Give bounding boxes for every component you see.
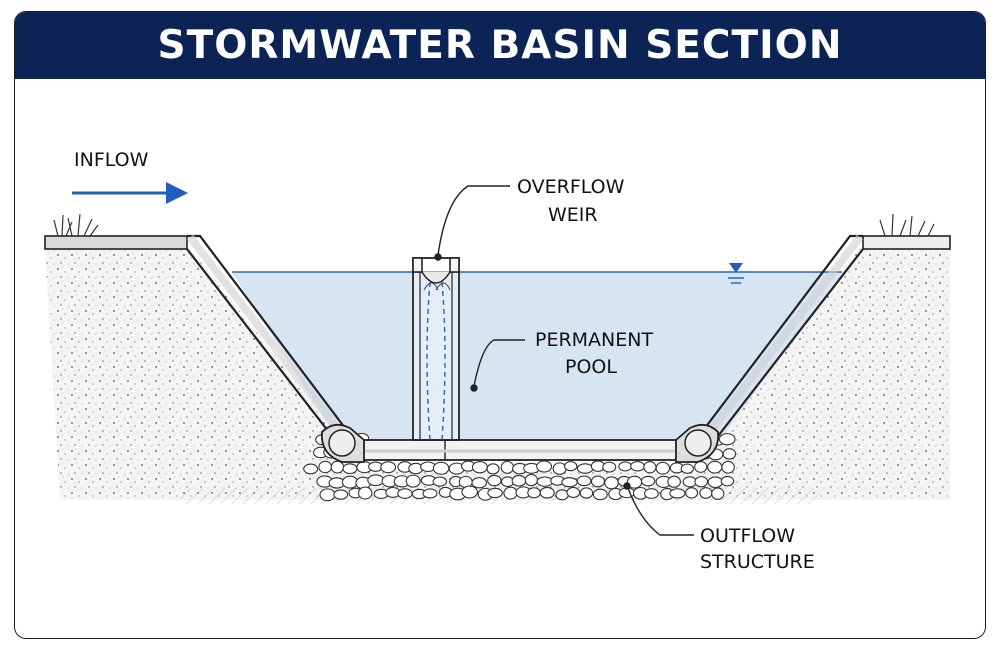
title-bar: STORMWATER BASIN SECTION [15,12,985,79]
overflow-weir-label-line2: WEIR [548,204,598,226]
gravel-stone [536,476,554,487]
gravel-stone [357,486,373,500]
gravel-stone [511,474,527,487]
gravel-stone [618,461,633,472]
gravel-stone [487,474,502,487]
ground-surface-left [44,234,346,441]
gravel-stone [319,488,336,502]
permanent-pool-label-line2: POOL [565,356,617,378]
permanent-pool-water [232,271,842,440]
gravel-stone [461,485,478,499]
gravel-stone [405,474,421,488]
gravel-stone [630,461,645,472]
gravel-stone [644,488,659,499]
gravel-stone [694,460,708,473]
leader-lines [434,185,694,536]
gravel-stone [722,448,737,460]
gravel-stone [566,486,581,498]
overflow-weir-label-line1: OVERFLOW [517,176,625,198]
gravel-stone [500,460,515,474]
arrow-right-icon [72,182,188,204]
gravel-stone [655,461,671,475]
gravel-stone [471,461,488,474]
gravel-stone [524,473,538,487]
outflow-pipe [320,423,720,463]
gravel-stone [486,463,500,475]
gravel-stone [432,476,447,487]
outflow-label-line2: STRUCTURE [700,551,815,573]
gravel-stone [579,487,594,499]
gravel-stone [552,462,567,475]
gravel-stone [643,461,657,474]
gravel-stone [555,489,569,501]
gravel-stone [576,475,592,487]
gravel-stone [380,461,397,474]
gravel-stone [318,460,333,474]
gravel-stone [539,486,555,499]
water-surface-triangle-icon [728,263,744,284]
inflow-label: INFLOW [74,149,149,171]
gravel-stone [602,461,617,473]
gravel-stone [669,488,686,499]
permanent-pool-label-line1: PERMANENT [535,329,653,351]
gravel-stone [680,463,695,474]
gravel-stone [527,487,541,499]
gravel-stone [303,463,319,475]
gravel-stone [487,487,503,499]
gravel-stone [711,487,725,500]
gravel-stone [718,433,736,446]
gravel-stone [561,477,578,488]
grass-tuft-left [53,213,99,237]
gravel-stone [432,461,450,475]
gravel-stone [397,488,413,499]
gravel-stone [503,486,518,500]
gravel-stone [592,488,608,501]
gravel-stone [341,475,359,489]
gravel-stone [707,460,723,474]
gravel-stone [563,461,578,472]
gravel-stone [367,474,385,487]
gravel-stone [721,460,735,474]
overflow-weir-riser [412,257,460,441]
gravel-stone [720,475,735,487]
gravel-stone [471,477,487,489]
gravel-stone [576,463,594,474]
gravel-stone [536,460,553,473]
gravel-stone [604,476,619,490]
gravel-stone [667,475,681,488]
gravel-stone [422,488,438,499]
page-title: STORMWATER BASIN SECTION [157,23,843,68]
grass-tuft-right [879,213,935,237]
gravel-stone [707,476,723,489]
gravel-bed [303,432,737,502]
gravel-stone [342,463,358,475]
outflow-label-line1: OUTFLOW [700,525,795,547]
gravel-stone [685,487,699,499]
gravel-stone [333,489,349,500]
gravel-stone [699,487,713,499]
ground-surface-right [704,234,951,441]
gravel-stone [330,460,345,474]
gravel-stone [590,475,605,488]
gravel-stone [694,476,709,488]
gravel-stone [640,475,656,487]
